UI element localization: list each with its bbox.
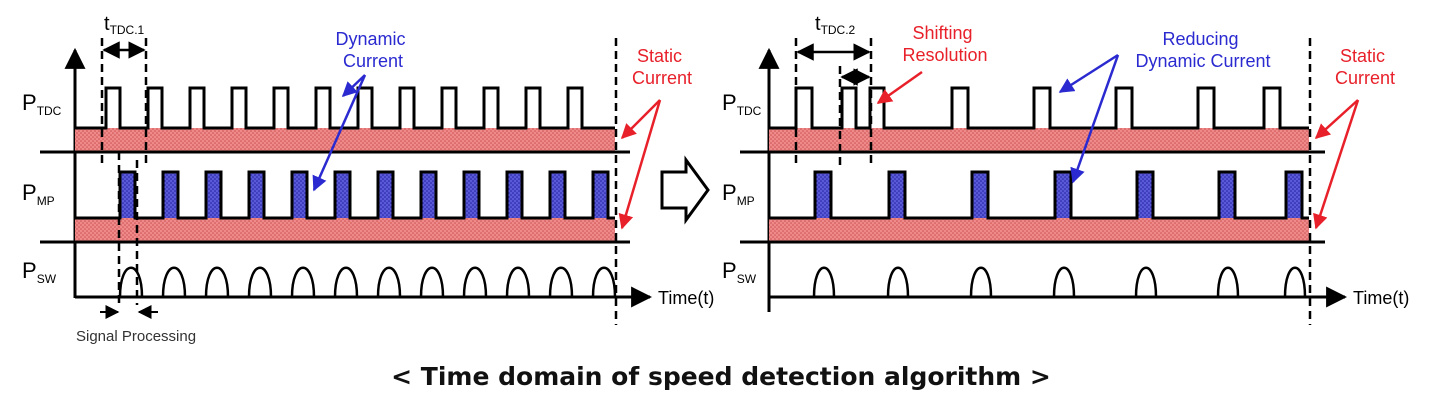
left-dynamic-arrow-2 xyxy=(312,74,367,192)
right-sw-waveform xyxy=(812,266,1307,298)
right-ptdc-label: PTDC xyxy=(722,90,762,118)
left-static-arrow-1 xyxy=(620,99,661,140)
left-ptdc-label: PTDC xyxy=(22,90,62,118)
left-psw-label: PSW xyxy=(22,258,57,286)
right-mp-dynamic-pulses xyxy=(815,172,1302,218)
left-mp-static-band xyxy=(75,218,615,242)
right-tdc-waveform xyxy=(769,86,1309,130)
right-tdc-static-band xyxy=(769,128,1309,152)
right-ttdc-label: tTDC.2 xyxy=(815,13,856,37)
right-reducing-arrow-2 xyxy=(1070,54,1120,184)
left-tdc-waveform xyxy=(75,86,615,130)
left-tdc-static-band xyxy=(75,128,615,152)
right-mp-static-band xyxy=(769,218,1309,242)
right-static-arrow-2 xyxy=(1313,99,1360,230)
left-sw-waveform xyxy=(118,266,617,298)
left-static-arrow-2 xyxy=(618,99,662,230)
right-static-arrow-1 xyxy=(1314,99,1359,140)
left-dynamic-label: Dynamic Current xyxy=(335,29,410,71)
timing-diagram: tTDC.1 Signal Processing PTDC PMP PSW Ti… xyxy=(22,13,1409,345)
left-static-label: Static Current xyxy=(632,46,692,88)
right-reducing-label: Reducing Dynamic Current xyxy=(1135,29,1270,71)
left-pmp-label: PMP xyxy=(22,180,55,208)
left-mp-waveform xyxy=(75,170,615,220)
left-dashed-markers xyxy=(100,38,618,325)
transition-arrow-icon xyxy=(660,155,710,225)
left-time-label: Time(t) xyxy=(658,288,714,308)
right-reducing-arrow-1 xyxy=(1058,53,1119,94)
right-dashed-markers xyxy=(794,38,1312,325)
left-panel: tTDC.1 Signal Processing PTDC PMP PSW Ti… xyxy=(22,13,714,345)
right-pmp-label: PMP xyxy=(722,180,755,208)
signal-processing-label: Signal Processing xyxy=(76,328,196,345)
right-time-label: Time(t) xyxy=(1353,288,1409,308)
right-psw-label: PSW xyxy=(722,258,757,286)
right-shifting-label: Shifting Resolution xyxy=(902,23,987,65)
left-ttdc-label: tTDC.1 xyxy=(104,13,145,37)
right-shifting-arrow xyxy=(876,70,923,105)
right-static-label: Static Current xyxy=(1335,46,1395,88)
right-panel: tTDC.2 PTDC PMP PSW Time(t) Shifting Res… xyxy=(722,13,1409,325)
left-dynamic-arrow-1 xyxy=(341,74,366,98)
figure-caption: < Time domain of speed detection algorit… xyxy=(391,362,1051,391)
left-mp-dynamic-pulses xyxy=(120,172,608,218)
right-mp-waveform xyxy=(769,170,1309,220)
